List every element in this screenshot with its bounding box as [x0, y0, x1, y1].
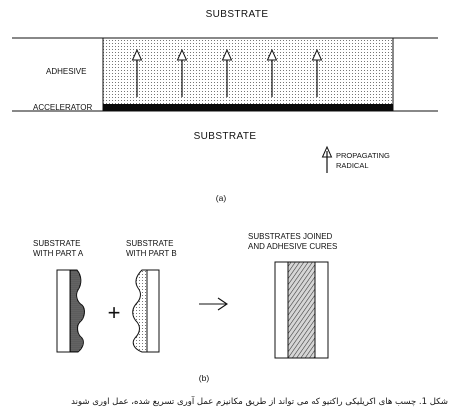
radical-arrow-icon: [176, 48, 188, 97]
joined-right-substrate: [314, 261, 329, 359]
panel-a-label: (a): [216, 193, 227, 203]
part-b-layer: [132, 269, 148, 353]
radical-arrow-icon: [221, 48, 233, 97]
propagating-radical-label-line1: PROPAGATING: [336, 151, 390, 160]
bottom-substrate-label: SUBSTRATE: [194, 131, 257, 142]
part-b-label-line2: WITH PART B: [126, 249, 177, 258]
part-a-label-line2: WITH PART A: [33, 249, 84, 258]
process-arrow-icon: [199, 297, 228, 311]
substrate-with-part-b: [132, 269, 160, 353]
adhesive-layer: [103, 38, 393, 104]
accelerator-layer: [103, 104, 393, 111]
joined-label-line1: SUBSTRATES JOINED: [248, 232, 333, 241]
plus-sign: +: [108, 300, 121, 325]
figure-caption: شکل 1. چسب های اکریلیکی راکتیو که می توا…: [71, 397, 448, 407]
radical-arrow-icon: [311, 48, 323, 97]
part-a-label-line1: SUBSTRATE: [33, 239, 80, 248]
radical-arrow-icon: [131, 48, 143, 97]
adhesive-label: ADHESIVE: [46, 67, 86, 76]
substrate-a-plate: [56, 269, 71, 353]
part-a-adhesive-layer: [69, 269, 85, 353]
part-b-label-line1: SUBSTRATE: [126, 239, 173, 248]
top-substrate-label: SUBSTRATE: [206, 9, 269, 20]
substrate-with-part-a: [56, 269, 85, 353]
propagating-radical-label-line2: RADICAL: [336, 161, 369, 170]
joined-substrates: [274, 261, 329, 359]
accelerator-label: ACCELERATOR: [33, 103, 92, 112]
radical-arrows: [131, 48, 323, 97]
cured-adhesive-layer: [287, 261, 316, 359]
panel-b-label: (b): [199, 373, 210, 383]
panel-a: SUBSTRATE ADHESIVE ACCELERATOR SUBSTRATE…: [12, 9, 438, 203]
panel-b: SUBSTRATE WITH PART A SUBSTRATE WITH PAR…: [33, 232, 337, 383]
joined-label-line2: AND ADHESIVE CURES: [248, 242, 337, 251]
joined-left-substrate: [274, 261, 289, 359]
radical-arrow-icon: [266, 48, 278, 97]
propagating-radical-arrow-icon: [321, 145, 333, 173]
substrate-b-plate: [146, 269, 160, 353]
